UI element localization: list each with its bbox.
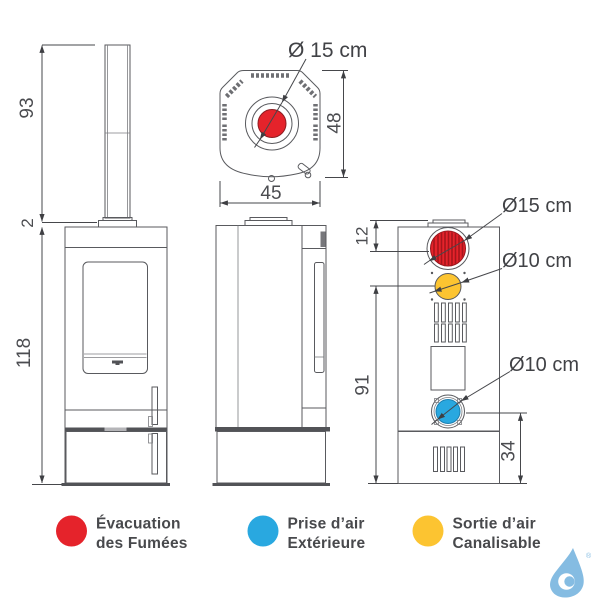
legend-flue-line1: Évacuation (96, 516, 181, 533)
door-handle-icon (112, 360, 123, 364)
water-drop-icon (550, 548, 584, 598)
brand-logo: ® (550, 548, 592, 598)
front-side-handle (148, 386, 158, 475)
legend-air-line1: Prise d’air (288, 516, 365, 533)
legend: Évacuation des Fumées Prise d’air Extéri… (56, 515, 542, 552)
dim-flue-to-floor: 91 (353, 374, 374, 395)
label-top-flue-diameter: Ø 15 cm (288, 39, 367, 62)
dim-top-depth: 48 (325, 112, 346, 133)
back-base (397, 431, 500, 484)
label-back-duct-diameter: Ø10 cm (502, 250, 572, 272)
legend-duct-line2: Canalisable (453, 535, 542, 552)
dim-collar-height: 2 (18, 218, 37, 227)
front-door (82, 261, 148, 374)
top-flue-outlet (257, 109, 287, 138)
dim-chimney-height: 93 (17, 97, 38, 118)
base-vent-grille (433, 446, 465, 472)
side-base (216, 431, 326, 484)
dim-top-width: 45 (260, 183, 281, 204)
dim-body-height: 118 (14, 338, 35, 368)
back-view (397, 219, 500, 484)
side-door-edge (314, 262, 325, 373)
front-foot (268, 175, 275, 182)
top-view: Ø 15 cm 45 48 (219, 39, 367, 207)
legend-flue-line2: des Fumées (96, 535, 188, 552)
top-right-corner-slot (298, 79, 318, 99)
legend-flue-dot (56, 515, 87, 547)
legend-air-line2: Extérieure (288, 535, 366, 552)
registered-mark: ® (586, 552, 592, 560)
label-back-flue-diameter: Ø15 cm (502, 195, 572, 217)
dim-flue-offset: 12 (353, 227, 372, 246)
dim-air-inlet-to-floor: 34 (499, 440, 520, 462)
side-view (212, 217, 330, 486)
front-dimensions: 93 2 118 (14, 44, 97, 485)
side-body (215, 225, 327, 428)
front-base (65, 431, 167, 484)
legend-duct-line1: Sortie d’air (453, 516, 536, 533)
back-vent-grille (434, 302, 467, 343)
back-dimensions: 12 91 34 Ø15 cm Ø10 cm Ø10 cm (353, 195, 579, 484)
top-left-corner-slot (224, 79, 244, 99)
legend-duct-dot (412, 515, 444, 547)
back-panel (430, 346, 466, 391)
label-back-air-diameter: Ø10 cm (509, 354, 579, 376)
chimney-pipe (98, 44, 137, 228)
front-view (61, 44, 170, 486)
legend-air-dot (247, 515, 279, 547)
